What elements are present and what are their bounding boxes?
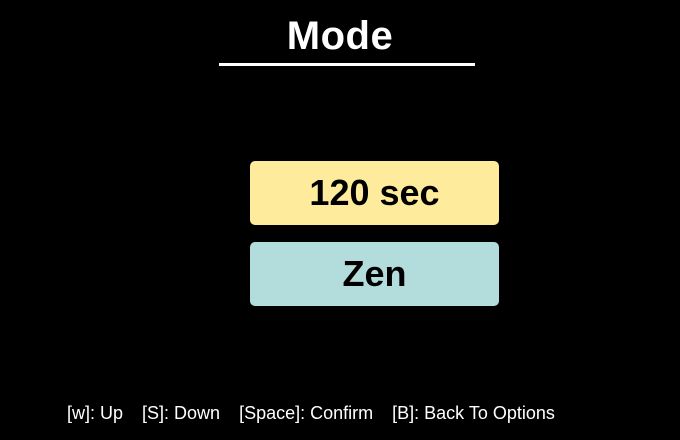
controls-hint-bar: [w]: Up [S]: Down [Space]: Confirm [B]: … xyxy=(67,401,555,425)
hint-up: [w]: Up xyxy=(67,403,124,423)
hint-down: [S]: Down xyxy=(142,403,221,423)
option-120-sec[interactable]: 120 sec xyxy=(250,161,499,225)
screen-title: Mode xyxy=(286,14,394,58)
title-underline xyxy=(219,63,475,66)
hint-confirm: [Space]: Confirm xyxy=(239,403,374,423)
hint-back: [B]: Back To Options xyxy=(392,403,555,423)
option-zen[interactable]: Zen xyxy=(250,242,499,306)
